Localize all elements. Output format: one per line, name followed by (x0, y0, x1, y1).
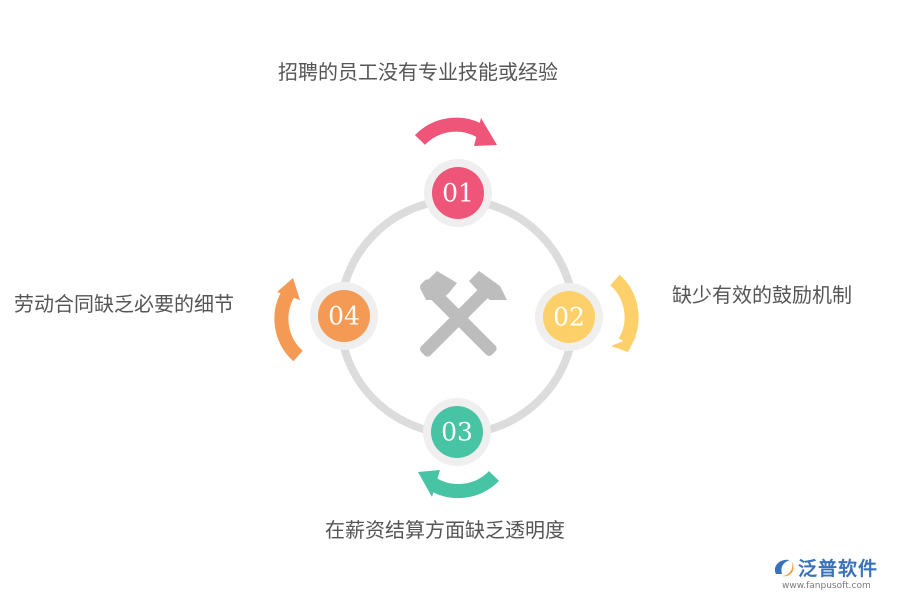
brand-url: www.fanpusoft.com (782, 581, 871, 591)
node-04-number: 04 (328, 302, 360, 331)
item-02-text: 缺少有效的鼓励机制 (672, 283, 852, 307)
node-01-number: 01 (442, 179, 474, 208)
node-03-number: 03 (441, 418, 473, 447)
node-01: 01 (424, 159, 492, 227)
fanpu-logo-icon (774, 559, 794, 577)
node-03-badge (431, 406, 483, 458)
node-04: 04 (310, 282, 378, 350)
item-01-text: 招聘的员工没有专业技能或经验 (278, 60, 558, 84)
arrow-02-icon (610, 274, 639, 352)
node-04-badge (318, 290, 370, 342)
brand-name: 泛普软件 (798, 558, 879, 580)
crossed-hammers-icon (420, 271, 507, 357)
arrow-04-icon (274, 278, 303, 362)
node-02-badge (543, 291, 595, 343)
arrow-03-icon (418, 470, 500, 499)
node-01-badge (432, 167, 484, 219)
node-02: 02 (535, 283, 603, 351)
item-03-text: 在薪资结算方面缺乏透明度 (325, 518, 565, 542)
node-02-number: 02 (553, 303, 585, 332)
brand-watermark: 泛普软件 www.fanpusoft.com (770, 552, 895, 598)
item-04-text: 劳动合同缺乏必要的细节 (14, 292, 234, 316)
node-03: 03 (423, 398, 491, 466)
arrow-01-icon (414, 117, 497, 146)
